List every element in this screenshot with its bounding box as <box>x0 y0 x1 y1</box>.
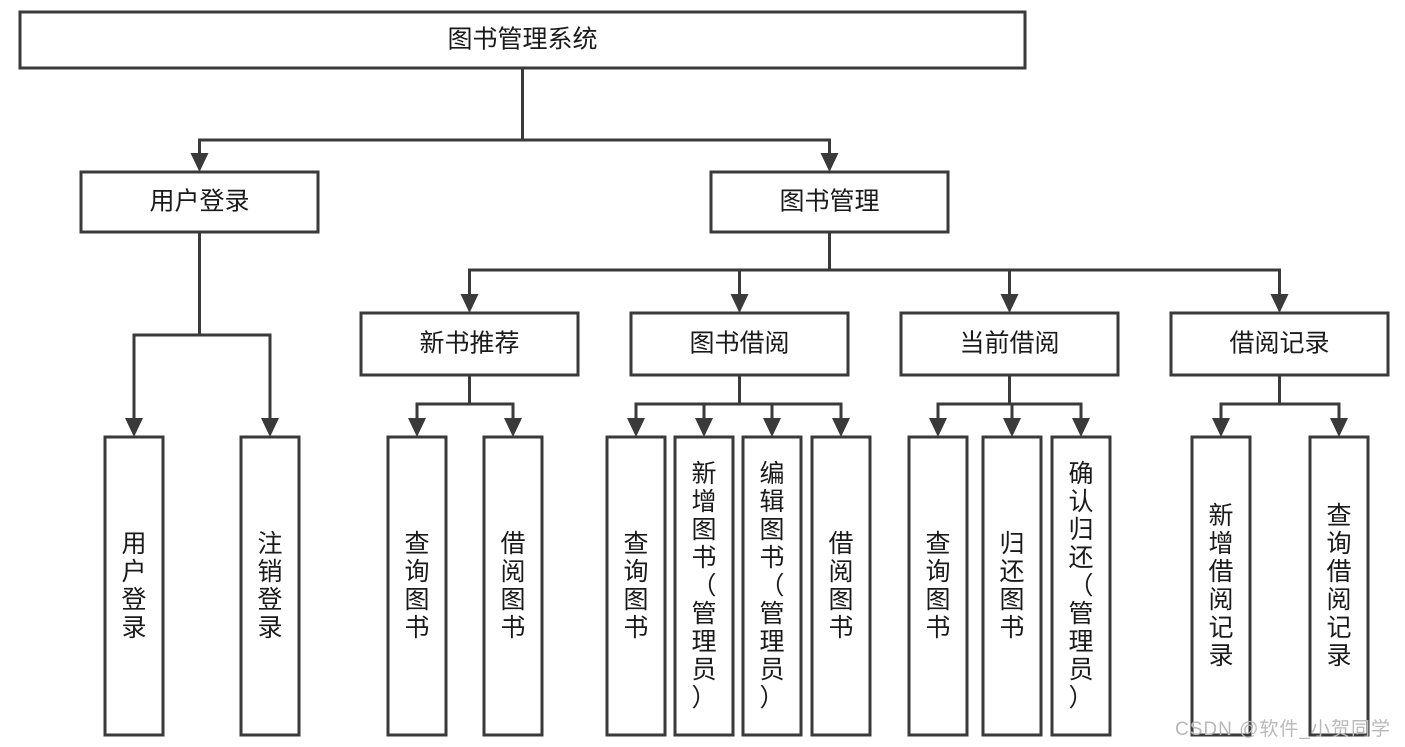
node-box <box>1308 435 1370 737</box>
connector-layer <box>125 66 1348 437</box>
node-box <box>899 311 1120 377</box>
node-box <box>103 435 165 737</box>
arrow-head-icon <box>460 294 479 313</box>
node-借阅图书[interactable]: 借阅图书 <box>810 435 872 737</box>
node-box <box>709 170 950 234</box>
node-用户登录[interactable]: 用户登录 <box>103 435 165 737</box>
node-label: 当前借阅 <box>959 330 1059 358</box>
node-查询图书[interactable]: 查询图书 <box>386 435 448 737</box>
node-注销登录[interactable]: 注销登录 <box>239 435 301 737</box>
arrow-head-icon <box>627 418 645 437</box>
node-label: 用户登录 <box>149 188 249 216</box>
node-box <box>359 311 580 377</box>
arrow-head-icon <box>730 294 749 313</box>
node-box <box>386 435 448 737</box>
arrow-head-icon <box>1000 294 1019 313</box>
node-box <box>18 10 1027 70</box>
arrow-head-icon <box>1212 418 1230 437</box>
arrow-head-icon <box>1270 294 1289 313</box>
node-编辑图书管理员[interactable]: 编辑图书（管理员） <box>741 435 803 737</box>
node-label: 查询图书 <box>925 530 950 642</box>
node-归还图书[interactable]: 归还图书 <box>981 435 1043 737</box>
node-box <box>482 435 544 737</box>
node-label: 借阅图书 <box>828 530 853 642</box>
node-box <box>605 435 667 737</box>
arrow-head-icon <box>832 418 850 437</box>
node-label: 注销登录 <box>257 530 282 642</box>
node-label: 新增借阅记录 <box>1208 502 1233 670</box>
node-label: 图书借阅 <box>689 330 789 358</box>
node-layer: 图书管理系统用户登录图书管理用户登录注销登录新书推荐查询图书借阅图书图书借阅查询… <box>18 10 1390 737</box>
node-label: 确认归还（管理员） <box>1068 460 1093 712</box>
arrow-head-icon <box>763 418 781 437</box>
arrow-head-icon <box>190 153 209 172</box>
node-box <box>1169 311 1390 377</box>
node-新增图书管理员[interactable]: 新增图书（管理员） <box>673 435 735 737</box>
node-label: 新增图书（管理员） <box>691 460 716 712</box>
arrow-head-icon <box>695 418 713 437</box>
node-label: 用户登录 <box>121 530 146 642</box>
node-查询借阅记录[interactable]: 查询借阅记录 <box>1308 435 1370 737</box>
arrow-head-icon <box>125 418 143 437</box>
node-新增借阅记录[interactable]: 新增借阅记录 <box>1190 435 1252 737</box>
node-用户登录[interactable]: 用户登录 <box>79 170 320 234</box>
node-label: 查询借阅记录 <box>1326 502 1351 670</box>
arrow-head-icon <box>929 418 947 437</box>
node-label: 新书推荐 <box>419 330 519 358</box>
node-box <box>741 435 803 737</box>
node-box <box>629 311 850 377</box>
node-label: 归还图书 <box>999 530 1024 642</box>
node-图书借阅[interactable]: 图书借阅 <box>629 311 850 377</box>
node-box <box>1190 435 1252 737</box>
node-label: 借阅记录 <box>1229 330 1329 358</box>
node-box <box>239 435 301 737</box>
arrow-head-icon <box>1330 418 1348 437</box>
node-box <box>79 170 320 234</box>
arrow-head-icon <box>261 418 279 437</box>
node-box <box>1050 435 1112 737</box>
node-当前借阅[interactable]: 当前借阅 <box>899 311 1120 377</box>
node-借阅图书[interactable]: 借阅图书 <box>482 435 544 737</box>
node-box <box>810 435 872 737</box>
node-label: 图书管理系统 <box>447 26 597 54</box>
node-box <box>981 435 1043 737</box>
arrow-head-icon <box>504 418 522 437</box>
node-label: 查询图书 <box>623 530 648 642</box>
node-查询图书[interactable]: 查询图书 <box>605 435 667 737</box>
node-图书管理[interactable]: 图书管理 <box>709 170 950 234</box>
node-确认归还管理员[interactable]: 确认归还（管理员） <box>1050 435 1112 737</box>
node-label: 编辑图书（管理员） <box>759 460 784 712</box>
arrow-head-icon <box>408 418 426 437</box>
node-label: 图书管理 <box>779 188 879 216</box>
node-新书推荐[interactable]: 新书推荐 <box>359 311 580 377</box>
arrow-head-icon <box>820 153 839 172</box>
arrow-head-icon <box>1003 418 1021 437</box>
arrow-head-icon <box>1072 418 1090 437</box>
node-label: 借阅图书 <box>500 530 525 642</box>
node-box <box>673 435 735 737</box>
node-借阅记录[interactable]: 借阅记录 <box>1169 311 1390 377</box>
node-label: 查询图书 <box>404 530 429 642</box>
watermark-text: CSDN @软件_小贺同学 <box>1175 719 1391 740</box>
node-查询图书[interactable]: 查询图书 <box>907 435 969 737</box>
node-box <box>907 435 969 737</box>
node-图书管理系统[interactable]: 图书管理系统 <box>18 10 1027 70</box>
